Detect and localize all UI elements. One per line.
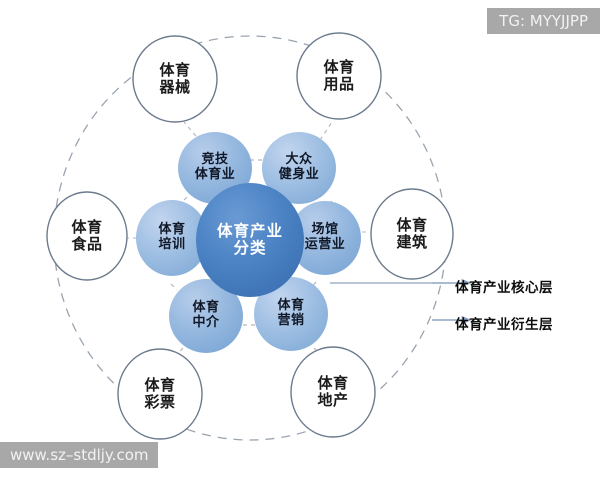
site-watermark: www.sz–stdljy.com <box>0 442 159 468</box>
inner-node-sports-training[interactable] <box>136 200 208 276</box>
inner-node-public-fitness[interactable] <box>262 132 336 204</box>
legend-label-core-layer: 体育产业核心层 <box>455 280 553 296</box>
outer-node-sports-real-estate[interactable] <box>290 346 376 438</box>
outer-node-group <box>46 32 454 440</box>
outer-node-sports-architecture[interactable] <box>370 188 454 280</box>
outer-node-sports-lottery[interactable] <box>117 348 203 440</box>
outer-node-sports-food[interactable] <box>46 191 128 281</box>
outer-node-sporting-goods[interactable] <box>296 32 382 120</box>
legend-arrow-group <box>330 278 472 325</box>
center-node-circle[interactable] <box>196 183 304 297</box>
inner-node-sports-marketing[interactable] <box>254 277 328 351</box>
inner-node-sports-agency[interactable] <box>169 279 243 353</box>
outer-node-sports-equipment[interactable] <box>132 35 218 123</box>
legend-label-derivative-layer: 体育产业衍生层 <box>455 317 553 333</box>
telegram-watermark: TG: MYYJJPP <box>487 8 600 34</box>
inner-node-venue-operations[interactable] <box>289 201 361 275</box>
inner-node-group <box>136 132 361 353</box>
